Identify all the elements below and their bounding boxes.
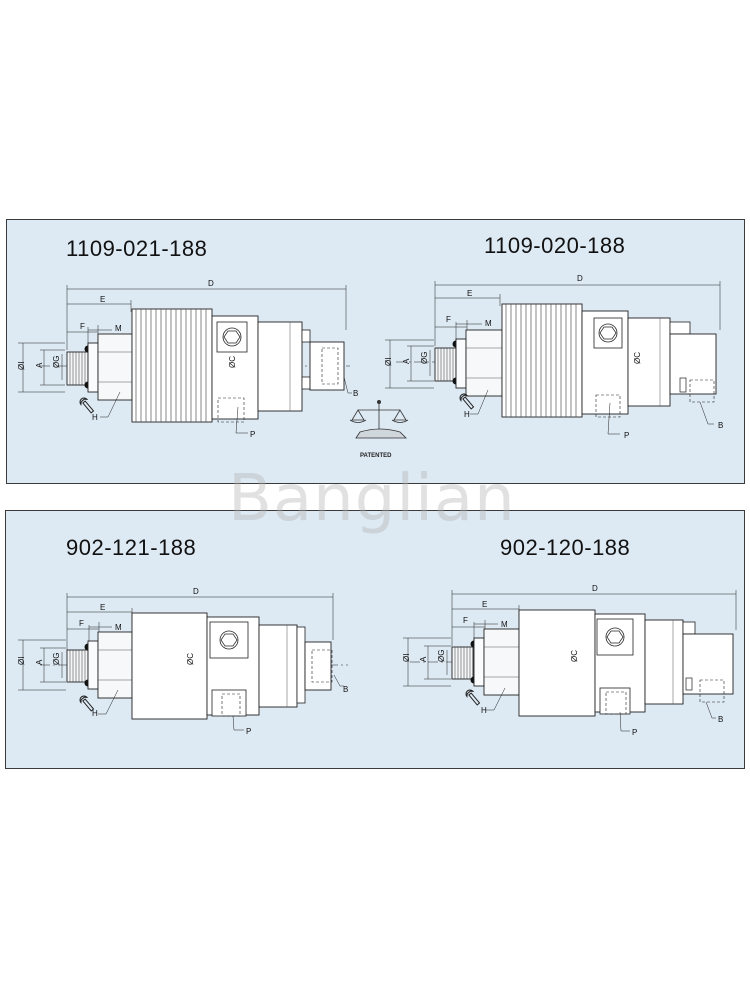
dim-label-B: B bbox=[343, 685, 348, 694]
dim-label-H: H bbox=[92, 413, 98, 422]
dim-label-P: P bbox=[246, 727, 251, 736]
dim-label-E: E bbox=[467, 289, 472, 298]
dim-label-A: A bbox=[419, 656, 428, 662]
dim-label-A: A bbox=[402, 358, 411, 364]
dim-label-C: ØC bbox=[633, 352, 642, 364]
dim-label-P: P bbox=[250, 430, 255, 439]
dim-label-H: H bbox=[464, 410, 470, 419]
dim-label-C: ØC bbox=[570, 650, 579, 662]
dim-label-D: D bbox=[208, 279, 214, 288]
dim-label-A: A bbox=[35, 362, 44, 368]
dim-label-G: ØG bbox=[420, 352, 429, 364]
dim-label-H: H bbox=[481, 706, 487, 715]
patent-label: PATENTED bbox=[360, 453, 392, 459]
dim-label-I: ØI bbox=[402, 654, 411, 662]
dim-label-B: B bbox=[718, 421, 723, 430]
dim-label-I: ØI bbox=[17, 657, 26, 665]
dim-label-F: F bbox=[79, 619, 84, 628]
dim-label-G: ØG bbox=[437, 650, 446, 662]
dim-label-M: M bbox=[115, 623, 122, 632]
dim-label-E: E bbox=[100, 603, 105, 612]
dim-label-P: P bbox=[624, 431, 629, 440]
dim-label-D: D bbox=[193, 587, 199, 596]
dim-label-I: ØI bbox=[17, 362, 26, 370]
dim-label-B: B bbox=[718, 715, 723, 724]
dim-label-I: ØI bbox=[384, 358, 393, 366]
dim-label-M: M bbox=[115, 324, 122, 333]
dim-label-E: E bbox=[482, 600, 487, 609]
dim-label-B: B bbox=[353, 389, 358, 398]
dim-label-F: F bbox=[80, 322, 85, 331]
dim-label-P: P bbox=[632, 728, 637, 737]
dim-label-C: ØC bbox=[186, 653, 195, 665]
dim-label-G: ØG bbox=[52, 356, 61, 368]
dim-label-C: ØC bbox=[228, 356, 237, 368]
dim-label-F: F bbox=[446, 315, 451, 324]
part-title-1109-021-188: 1109-021-188 bbox=[66, 236, 208, 261]
dim-label-A: A bbox=[35, 659, 44, 665]
dim-label-F: F bbox=[463, 616, 468, 625]
dim-label-M: M bbox=[501, 620, 508, 629]
dim-label-H: H bbox=[92, 709, 98, 718]
dim-label-E: E bbox=[100, 295, 105, 304]
dim-label-G: ØG bbox=[52, 653, 61, 665]
part-title-1109-020-188: 1109-020-188 bbox=[484, 233, 626, 258]
dim-label-D: D bbox=[592, 584, 598, 593]
part-title-902-121-188: 902-121-188 bbox=[66, 535, 197, 560]
part-title-902-120-188: 902-120-188 bbox=[500, 535, 631, 560]
dim-label-D: D bbox=[577, 274, 583, 283]
dim-label-M: M bbox=[485, 319, 492, 328]
